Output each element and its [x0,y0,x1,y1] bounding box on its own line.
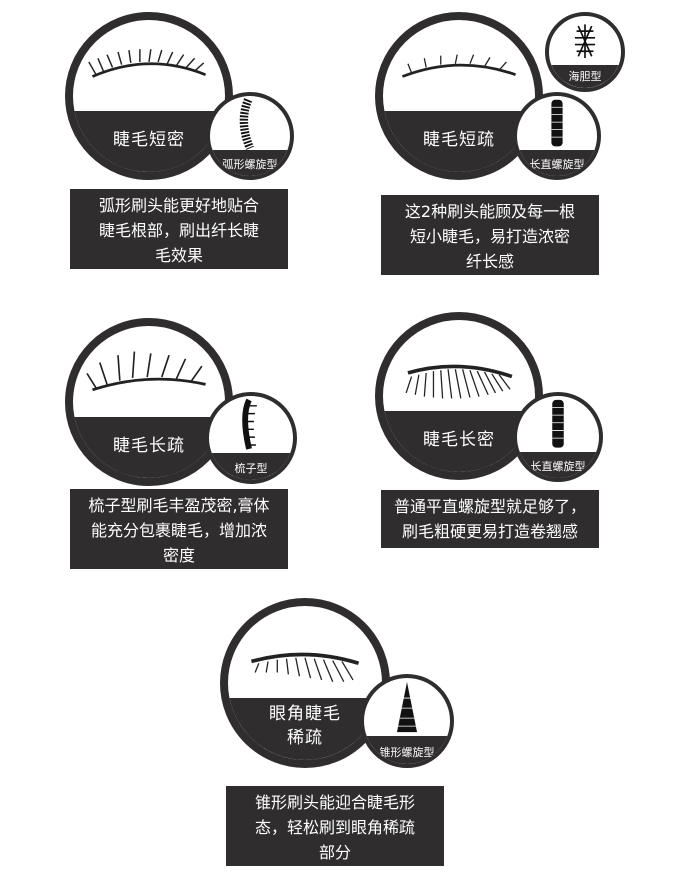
curved-brush-icon [239,98,254,150]
lash-type-label: 睫毛长密 [423,430,495,450]
eye-circle: 睫毛短疏 [375,12,543,180]
eyelash-illustration [73,20,225,111]
description-line: 刷毛粗硬更易打造卷翘感 [401,522,578,541]
description-line: 梳子型刷毛丰盈茂密,膏体 [88,496,270,515]
eyelash-illustration [228,606,382,698]
description-line: 能充分包裹睫毛，增加浓 [90,521,267,540]
description-line: 态，轻松刷到眼角稀疏 [254,818,415,837]
brush-type-label: 锥形螺旋型 [379,746,435,759]
lash-type-label: 睫毛短密 [113,130,185,150]
label-band [383,111,535,172]
comb-brush-icon [242,398,257,450]
straight-brush-icon [551,99,563,147]
description-box: 弧形刷头能更好地贴合 睫毛根部，刷出纤长睫 毛效果 [70,189,288,269]
card-corner-sparse: 眼角睫毛 稀疏 锥形螺旋型 锥形刷头能迎合睫毛形 态，轻松刷到眼角稀疏 部分 [220,598,470,868]
description-box: 梳子型刷毛丰盈茂密,膏体 能充分包裹睫毛，增加浓 密度 [70,489,288,569]
brush-type-label: 弧形螺旋型 [222,158,278,171]
description-line: 纤长感 [465,252,514,271]
eyelash-illustration [383,20,535,111]
description-line: 这2种刷头能顾及每一根 [404,202,576,221]
description-line: 短小睫毛，易打造浓密 [409,227,570,246]
brush-label-band [517,451,599,478]
brush-label-band [517,150,597,176]
brush-label-band [364,736,450,764]
description-box: 锥形刷头能迎合睫毛形 态，轻松刷到眼角稀疏 部分 [226,786,444,866]
description-box: 普通平直螺旋型就足够了， 刷毛粗硬更易打造卷翘感 [381,490,599,548]
eye-circle: 睫毛短密 [65,12,233,180]
brush-label-band [209,453,293,480]
card-short-sparse: 睫毛短疏 海胆型 长直螺旋型 这2种刷头能顾及每一根 短小睫毛，易打造浓密 [375,12,635,275]
description-line: 密度 [162,546,195,565]
label-band [228,698,382,760]
brush-label-band [549,64,621,88]
brush-type-label: 长直螺旋型 [530,460,586,473]
card-long-dense: 睫毛长密 长直螺旋型 普通平直螺旋型就足够了， 刷毛粗硬更易打造卷翘感 [375,312,635,572]
lash-type-line: 眼角睫毛 [269,704,341,724]
eye-circle: 眼角睫毛 稀疏 [220,598,390,768]
label-band [73,417,225,478]
brush-circle-top: 海胆型 [545,12,625,92]
brush-type-label: 梳子型 [234,462,268,475]
description-line: 睫毛根部，刷出纤长睫 [98,221,259,240]
brush-circle: 长直螺旋型 [513,392,603,482]
label-band [383,411,535,472]
card-long-sparse: 睫毛长疏 梳子型 梳子型刷毛丰盈茂密,膏体 能充分包裹睫毛，增加浓 密度 [65,318,305,578]
card-short-dense: 睫毛短密 弧形螺旋型 弧形刷头能更好地贴合 睫毛根部，刷出纤长睫 毛效果 [65,12,305,272]
lash-type-line: 稀疏 [287,728,323,748]
description-line: 普通平直螺旋型就足够了， [393,497,586,516]
description-line: 锥形刷头能迎合睫毛形 [254,793,415,812]
eye-circle: 睫毛长疏 [65,318,233,486]
description-line: 毛效果 [154,246,203,265]
brush-label-band [210,150,290,176]
brush-circle: 弧形螺旋型 [206,92,294,180]
label-band [73,111,225,172]
brush-type-label: 长直螺旋型 [529,158,585,171]
lash-type-label: 睫毛短疏 [423,130,495,150]
brush-circle: 锥形螺旋型 [360,674,454,768]
eyelash-illustration [383,320,535,411]
tapered-brush-icon [396,682,418,733]
description-line: 弧形刷头能更好地贴合 [98,196,259,215]
brush-circle: 长直螺旋型 [513,92,601,180]
description-box: 这2种刷头能顾及每一根 短小睫毛，易打造浓密 纤长感 [381,195,599,275]
eyelash-illustration [73,326,225,417]
brush-type-label: 海胆型 [568,70,602,83]
lash-type-label: 眼角睫毛 稀疏 [228,702,382,750]
brush-circle: 梳子型 [205,392,297,484]
description-line: 部分 [318,843,351,862]
urchin-brush-icon [574,24,596,58]
lash-type-label: 睫毛长疏 [113,436,185,456]
straight-brush-icon [552,399,564,448]
